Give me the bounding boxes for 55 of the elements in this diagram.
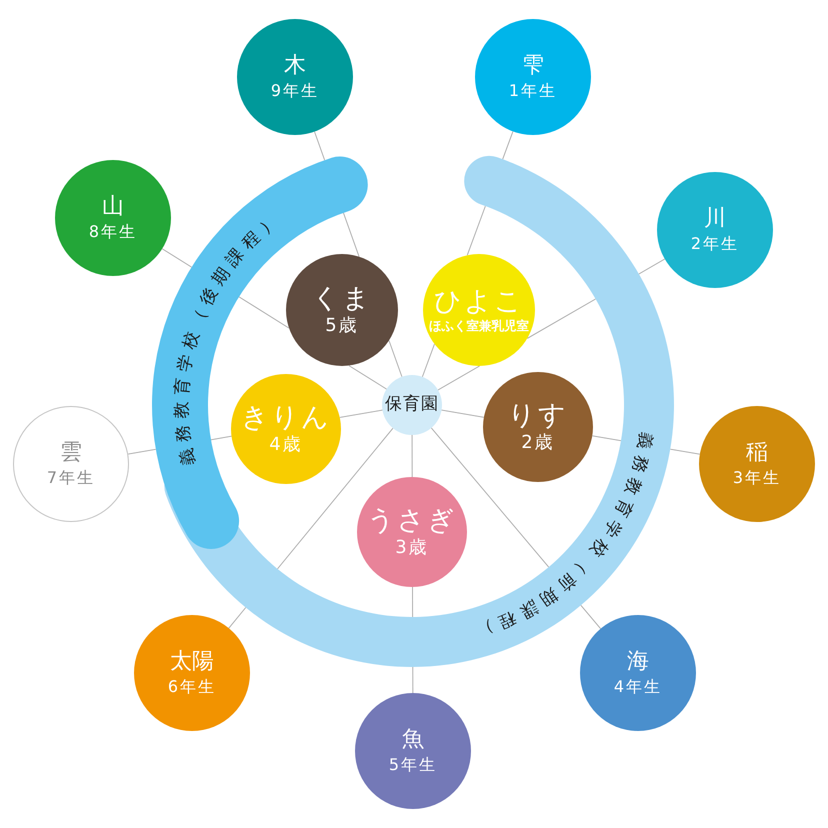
circle-subtitle: 3年生 <box>732 469 782 488</box>
connector-line <box>348 365 387 390</box>
connector-line <box>638 258 666 274</box>
connector-line <box>128 448 156 455</box>
circle-title: うさぎ <box>367 505 457 536</box>
circle-title: 雲 <box>60 440 82 466</box>
circle-subtitle: ほふく室兼乳児室 <box>429 319 529 334</box>
circle-subtitle: 1年生 <box>508 82 558 101</box>
connector-line <box>438 366 480 390</box>
connector-line <box>339 410 383 418</box>
circle-subtitle: 5歳 <box>325 316 359 337</box>
connector-line <box>592 435 622 442</box>
circle-title: ひよこ <box>434 286 524 318</box>
connector-line <box>314 131 326 161</box>
connector-line <box>670 448 700 455</box>
hub-circle <box>382 375 442 435</box>
circle-subtitle: 3歳 <box>395 538 429 559</box>
circle-title: 木 <box>284 53 306 78</box>
connector-line <box>238 296 290 329</box>
circle-subtitle: 4年生 <box>614 678 662 697</box>
circle-title: くま <box>312 283 372 314</box>
connector-line <box>502 130 514 160</box>
connector-line <box>580 604 602 630</box>
circle-title: 太陽 <box>170 649 214 674</box>
connector-line <box>412 666 414 694</box>
curved-band <box>152 156 368 549</box>
circle-subtitle: 6年生 <box>168 678 216 697</box>
connector-line <box>228 607 246 629</box>
connector-line <box>422 344 435 378</box>
circle-subtitle: 2年生 <box>690 235 740 254</box>
connector-line <box>430 427 550 568</box>
connector-line <box>210 436 232 440</box>
circle-title: 川 <box>704 206 726 232</box>
connector-line <box>388 340 402 378</box>
circle-title: 雫 <box>522 53 544 78</box>
connector-line <box>526 298 596 339</box>
connector-line <box>277 428 394 570</box>
connector-line <box>466 206 486 256</box>
circle-title: きりん <box>241 402 331 434</box>
circle-subtitle: 7年生 <box>46 469 96 488</box>
connector-line <box>412 434 413 478</box>
circle-subtitle: 8年生 <box>88 223 138 242</box>
circle-title: 稲 <box>746 440 768 466</box>
circle-subtitle: 5年生 <box>388 756 438 775</box>
circle-subtitle: 9年生 <box>270 82 320 101</box>
circle-subtitle: 4歳 <box>269 435 303 456</box>
connector-line <box>441 410 484 418</box>
connector-line <box>412 586 414 618</box>
circle-title: 魚 <box>402 727 424 752</box>
circle-title: 山 <box>102 194 124 220</box>
connector-line <box>162 248 192 268</box>
circle-title: りす <box>508 400 568 432</box>
circle-title: 海 <box>627 649 649 674</box>
circle-title: 保育園 <box>385 395 439 415</box>
connector-line <box>343 212 360 258</box>
